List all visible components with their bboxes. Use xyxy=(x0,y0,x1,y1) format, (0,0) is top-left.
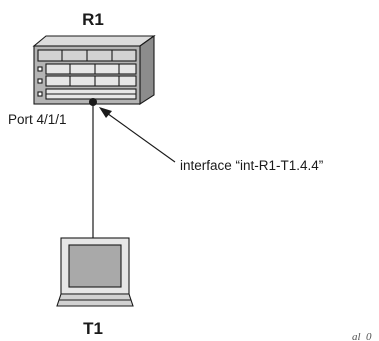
interface-label: interface “int-R1-T1.4.4” xyxy=(180,158,323,173)
figure-tag: al_0 xyxy=(352,331,372,341)
router-icon xyxy=(32,34,156,106)
port-label: Port 4/1/1 xyxy=(8,112,67,127)
laptop-icon xyxy=(56,237,134,307)
router-name: R1 xyxy=(82,10,104,29)
callout-arrow xyxy=(99,107,176,163)
host-name: T1 xyxy=(83,319,103,338)
